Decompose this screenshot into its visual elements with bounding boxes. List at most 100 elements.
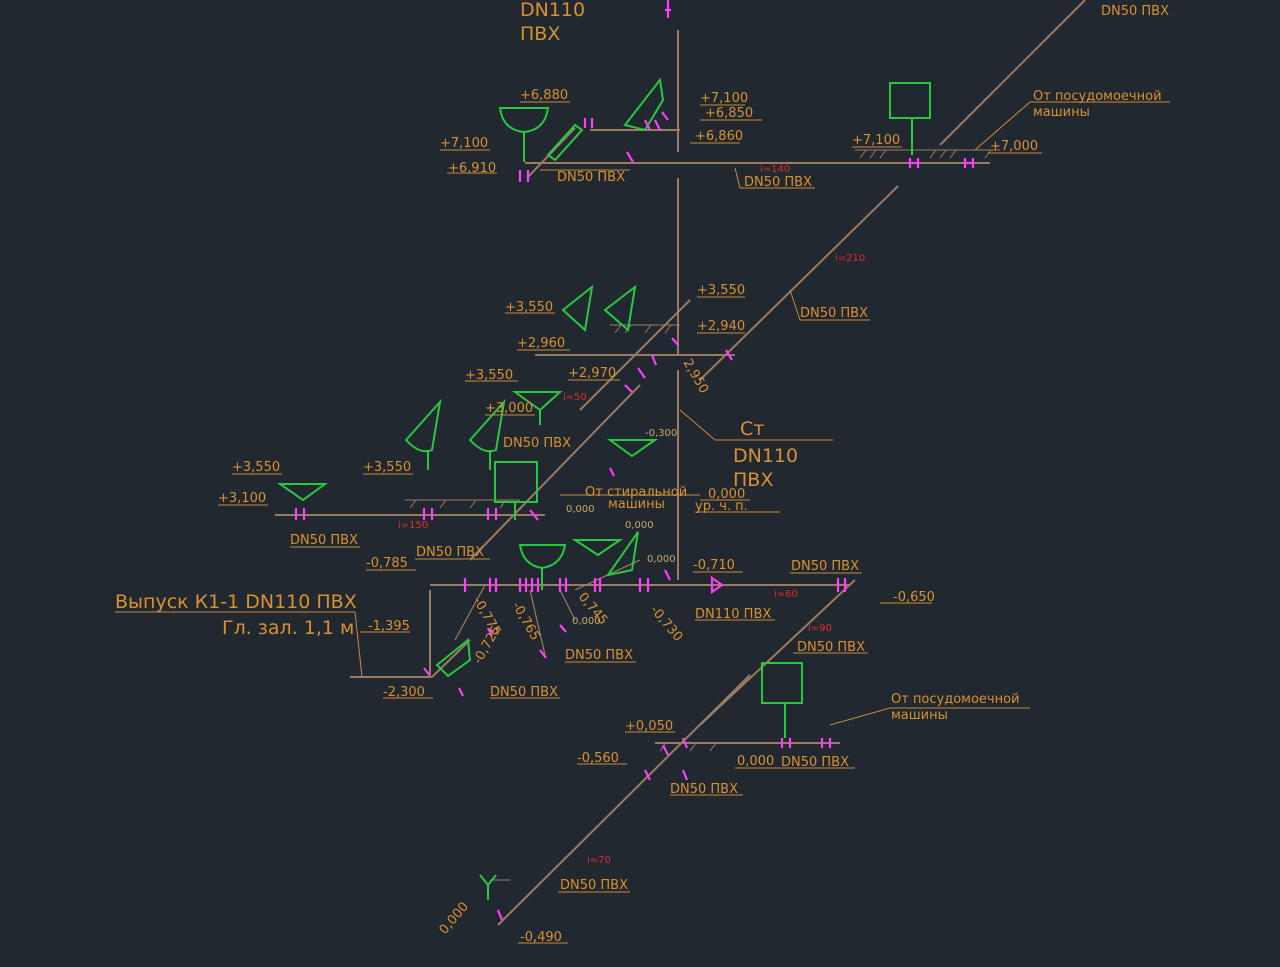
elevation-mark: -0,710 xyxy=(693,558,735,573)
elevation-mark: 0,000 xyxy=(647,554,676,565)
note-dishwasher-line2: машины xyxy=(1033,105,1090,120)
sink-fixture xyxy=(889,82,931,155)
pipe-label: DN50 ПВХ xyxy=(744,175,812,190)
slope-label: i=50 xyxy=(563,392,587,403)
riser-material-label: ПВХ xyxy=(733,469,773,491)
elevation-mark: +6,910 xyxy=(448,161,496,176)
note-dishwasher-line1: От посудомоечной xyxy=(1033,89,1162,104)
elevation-mark: +2,970 xyxy=(568,366,616,381)
outlet-label: Выпуск К1-1 DN110 ПВХ Гл. зал. 1,1 м xyxy=(115,591,357,639)
elevation-mark: +6,880 xyxy=(520,88,568,103)
bidet-fixture xyxy=(435,638,472,678)
pipe-label: DN50 ПВХ xyxy=(800,306,868,321)
toilet-fixture xyxy=(404,398,442,470)
elevation-mark: -0,560 xyxy=(577,751,619,766)
notes: От посудомоечной машины От посудомоечной… xyxy=(585,89,1162,723)
elevation-marks: +6,880 +7,100 +6,850 +6,860 +7,100 +6,91… xyxy=(218,88,1038,945)
elevation-mark: +7,000 xyxy=(990,139,1038,154)
riser-size-label: DN110 xyxy=(520,0,585,21)
floor-level-label: 0,000 ур. ч. п. xyxy=(695,487,748,514)
bidet-fixture xyxy=(546,123,584,162)
floor-hatching xyxy=(405,149,1000,881)
washbasin-fixture xyxy=(498,107,550,162)
elevation-mark: +6,850 xyxy=(705,106,753,121)
slope-label: i=210 xyxy=(835,253,865,264)
pipe-fittings xyxy=(294,0,975,921)
pipe-label: DN50 ПВХ xyxy=(490,685,558,700)
elevation-mark: 0,000 xyxy=(566,504,595,515)
pipe-label: DN50 ПВХ xyxy=(670,782,738,797)
elevation-mark: -0,490 xyxy=(520,930,562,945)
elevation-mark: 0,000 xyxy=(437,899,472,937)
elevation-mark: +3,100 xyxy=(218,491,266,506)
elevation-mark: -0,785 xyxy=(366,556,408,571)
elevation-mark: +7,100 xyxy=(440,136,488,151)
pipe-label: DN50 ПВХ xyxy=(560,878,628,893)
toilet-fixture xyxy=(561,284,594,332)
elevation-mark: -2,300 xyxy=(383,685,425,700)
elevation-mark: +6,860 xyxy=(695,129,743,144)
washbasin-fixture xyxy=(511,391,563,425)
slope-labels: i=140 i=210 i=50 i=150 i=60 i=90 i=70 xyxy=(398,164,865,866)
slope-label: i=60 xyxy=(774,589,798,600)
slope-label: i=140 xyxy=(760,164,790,175)
elevation-mark: -1,395 xyxy=(368,619,410,634)
elevation-mark: +2,940 xyxy=(697,319,745,334)
pipe-label: DN50 ПВХ xyxy=(1101,4,1169,19)
floor-trap-fixture xyxy=(571,539,624,557)
elevation-mark: +3,550 xyxy=(505,300,553,315)
pipe-label: DN50 ПВХ xyxy=(565,648,633,663)
toilet-fixture xyxy=(623,77,665,132)
note-dishwasher-line1: От посудомоечной xyxy=(891,692,1020,707)
sink-fixture xyxy=(761,662,803,738)
sanitary-fixtures xyxy=(276,77,931,900)
floor-level-value: 0,000 xyxy=(708,487,745,502)
elevation-mark: +7,100 xyxy=(700,91,748,106)
elevation-mark: 0,000 xyxy=(737,754,774,769)
elevation-mark: -0,650 xyxy=(893,590,935,605)
riser-label-mid: Ст DN110 ПВХ xyxy=(733,418,798,491)
pipe-labels: DN50 ПВХ DN50 ПВХ DN50 ПВХ DN50 ПВХ DN50… xyxy=(290,4,1169,893)
elevation-mark: +3,550 xyxy=(232,460,280,475)
toilet-fixture xyxy=(468,398,506,470)
elevation-mark: +3,550 xyxy=(697,283,745,298)
washbasin-fixture xyxy=(606,439,659,458)
pipe-label: DN50 ПВХ xyxy=(290,533,358,548)
vent-cap-fixture xyxy=(479,874,497,900)
pipe-label: DN50 ПВХ xyxy=(797,640,865,655)
pipe-label: DN110 ПВХ xyxy=(695,607,771,622)
elevation-mark: -0,730 xyxy=(647,603,685,645)
note-washing-machine-line2: машины xyxy=(608,497,665,512)
elevation-mark: 2,950 xyxy=(680,357,712,397)
slope-label: i=90 xyxy=(808,623,832,634)
toilet-fixture xyxy=(605,531,639,577)
elevation-mark: +2,960 xyxy=(517,336,565,351)
elevation-mark: 0,000 xyxy=(625,520,654,531)
note-washing-machine-line1: От стиральной xyxy=(585,485,687,500)
pipe-label: DN50 ПВХ xyxy=(416,545,484,560)
washbasin-fixture xyxy=(518,544,567,590)
note-dishwasher-line2: машины xyxy=(891,708,948,723)
elevation-mark: -0,725 xyxy=(470,623,504,667)
elevation-mark: 0,000 xyxy=(572,616,601,627)
toilet-fixture xyxy=(603,284,637,332)
slope-label: i=70 xyxy=(587,855,611,866)
elevation-mark: +3,550 xyxy=(465,368,513,383)
outlet-depth: Гл. зал. 1,1 м xyxy=(222,617,354,639)
pipe-label: DN50 ПВХ xyxy=(791,559,859,574)
shower-tray-fixture xyxy=(494,461,538,520)
elevation-mark: -0,300 xyxy=(645,428,677,439)
elevation-mark: +7,100 xyxy=(852,133,900,148)
floor-trap-fixture xyxy=(276,483,329,502)
floor-level-caption: ур. ч. п. xyxy=(695,499,748,514)
riser-tag-label: Ст xyxy=(740,418,764,440)
elevation-mark: +0,050 xyxy=(625,719,673,734)
elevation-mark: +3,550 xyxy=(363,460,411,475)
outlet-title: Выпуск К1-1 DN110 ПВХ xyxy=(115,591,357,613)
pipe-label: DN50 ПВХ xyxy=(781,755,849,770)
pipe-label: DN50 ПВХ xyxy=(503,436,571,451)
leader-lines xyxy=(115,101,1170,944)
pipe-label: DN50 ПВХ xyxy=(557,170,625,185)
elevation-mark: +3,000 xyxy=(485,401,533,416)
